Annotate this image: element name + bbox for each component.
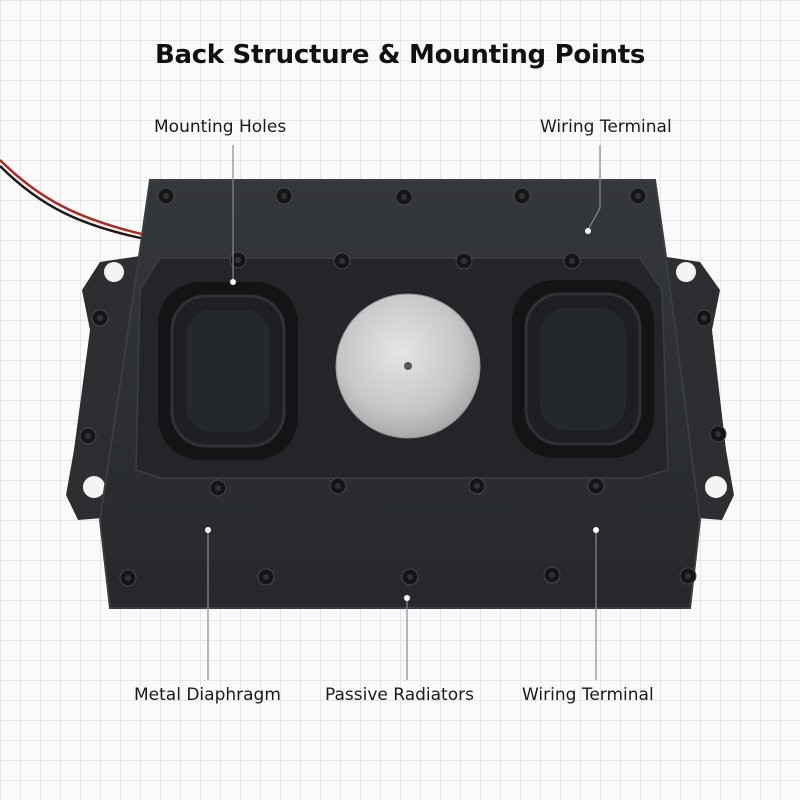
screw-hole-center [569, 258, 575, 264]
screw-hole-center [635, 193, 641, 199]
callout-metal-diaphragm: Metal Diaphragm [134, 685, 281, 705]
passive-radiator-left [158, 282, 298, 460]
metal-diaphragm-disc [335, 293, 481, 439]
screw-hole-center [701, 315, 707, 321]
screw-hole-center [163, 193, 169, 199]
leader-lines [207, 145, 601, 680]
screw-hole-center [125, 575, 131, 581]
mounting-holes [79, 187, 727, 587]
screw-hole-center [97, 315, 103, 321]
diagram-title: Back Structure & Mounting Points [154, 40, 646, 70]
screw-hole-center [235, 257, 241, 263]
screw-hole-center [281, 193, 287, 199]
screw-hole-center [339, 258, 345, 264]
screw-hole-center [549, 572, 555, 578]
leader-dots [205, 228, 599, 601]
screw-hole-center [335, 483, 341, 489]
screw-hole-center [715, 431, 721, 437]
wires [0, 159, 151, 242]
screw-hole-center [401, 194, 407, 200]
screw-hole-center [685, 573, 691, 579]
screw-hole-center [474, 483, 480, 489]
screw-hole-center [461, 258, 467, 264]
screw-hole-center [85, 433, 91, 439]
passive-radiator-right [512, 280, 654, 458]
callout-wiring-terminal-bottom: Wiring Terminal [522, 685, 654, 705]
screw-hole-center [215, 485, 221, 491]
callout-mounting-holes: Mounting Holes [154, 117, 287, 137]
callout-passive-radiators: Passive Radiators [325, 685, 474, 705]
screw-hole-center [519, 193, 525, 199]
screw-hole-center [593, 483, 599, 489]
screw-hole-center [263, 574, 269, 580]
screw-hole-center [407, 574, 413, 580]
callout-wiring-terminal-top: Wiring Terminal [540, 117, 672, 137]
